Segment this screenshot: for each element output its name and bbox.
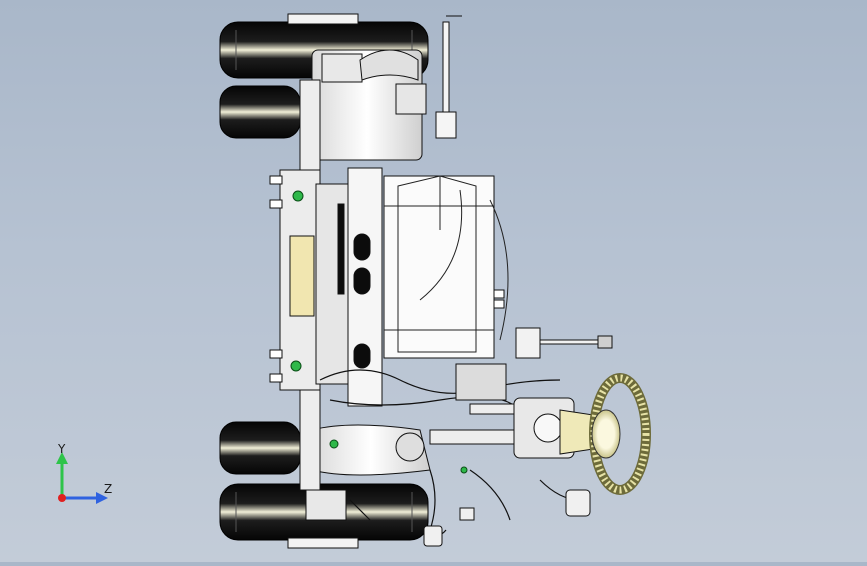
gear-lever <box>515 327 613 359</box>
z-axis-arrowhead <box>96 492 108 504</box>
z-axis-label: Z <box>104 482 113 496</box>
triad-axes <box>56 452 108 504</box>
pedal-assembly <box>423 489 591 547</box>
tire-rear-top <box>219 85 301 139</box>
frame-slots <box>337 203 371 369</box>
y-axis-label: Y <box>58 442 66 456</box>
frame-clips <box>269 175 505 383</box>
steering-wheel[interactable] <box>589 373 651 495</box>
tire-front-bottom <box>219 421 301 475</box>
steering-column-top <box>435 15 462 139</box>
origin-point <box>58 494 66 502</box>
cab-panel <box>384 175 509 353</box>
steering-box <box>513 397 601 459</box>
axle-bottom <box>287 379 431 549</box>
y-axis-arrowhead <box>56 452 68 464</box>
highlighted-fasteners[interactable] <box>290 190 468 474</box>
coordinate-triad: Y Z <box>40 440 120 510</box>
